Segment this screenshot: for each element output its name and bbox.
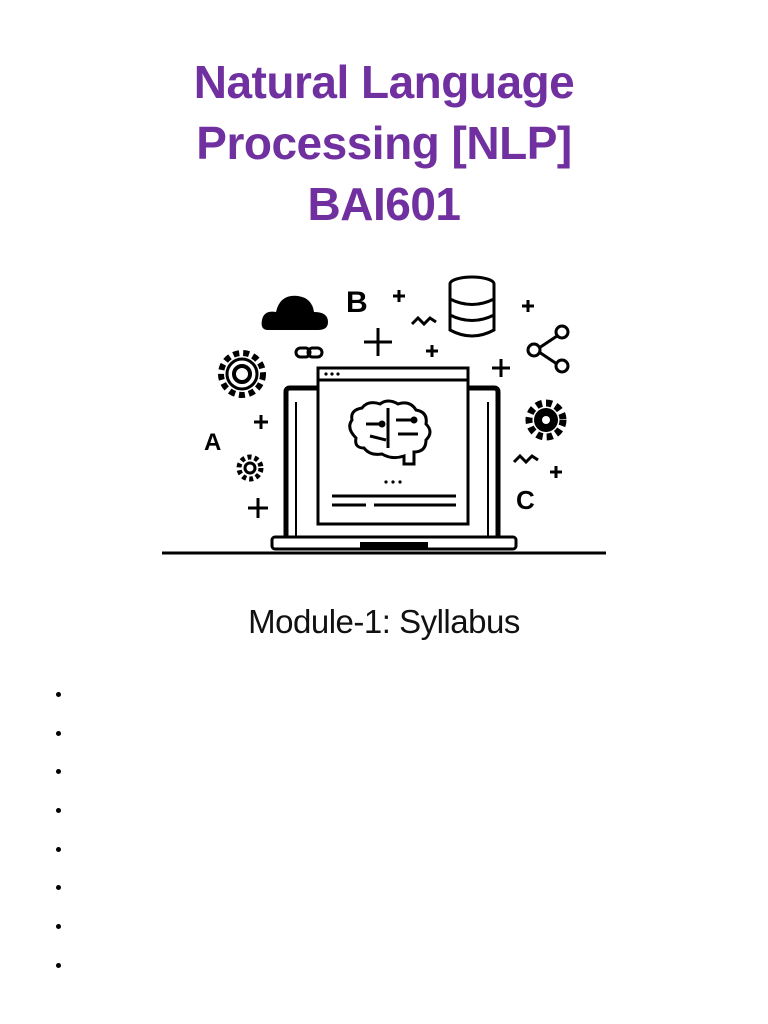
laptop-icon (270, 366, 518, 551)
bullet-icon (56, 730, 61, 736)
letter-b-icon: B (346, 286, 368, 319)
wave-icon (410, 315, 539, 465)
list-item (50, 792, 650, 831)
gear-icon (218, 350, 266, 398)
letter-c-icon: C (516, 485, 535, 515)
list-item (50, 947, 650, 986)
list-item (50, 869, 650, 908)
letter-a-icon: A (204, 429, 221, 456)
link-icon (294, 346, 324, 359)
nlp-illustration: B A C (162, 275, 606, 555)
bullet-icon (56, 692, 61, 697)
bullet-icon (56, 808, 61, 814)
cloud-icon (261, 295, 328, 330)
brain-icon (348, 399, 432, 466)
title-line-3: BAI601 (307, 178, 461, 230)
list-item (50, 753, 650, 792)
title-line-1: Natural Language (193, 56, 575, 108)
plus-icon (248, 290, 562, 518)
bullet-icon (56, 885, 61, 891)
list-item (50, 715, 650, 754)
gear-small-icon (236, 454, 264, 482)
gear-solid-icon (525, 399, 567, 441)
database-icon (448, 275, 496, 338)
list-item (50, 908, 650, 947)
module-heading: Module-1: Syllabus (248, 603, 520, 640)
page-title: Natural Language Processing [NLP] BAI601 (0, 52, 768, 235)
share-icon (526, 324, 570, 374)
bullet-icon (56, 769, 61, 775)
list-item (50, 676, 650, 715)
bullet-icon (56, 846, 61, 852)
bullet-icon (56, 924, 61, 930)
list-item (50, 831, 650, 870)
syllabus-list (50, 676, 650, 986)
title-line-2: Processing [NLP] (196, 117, 572, 169)
bullet-icon (56, 962, 61, 968)
